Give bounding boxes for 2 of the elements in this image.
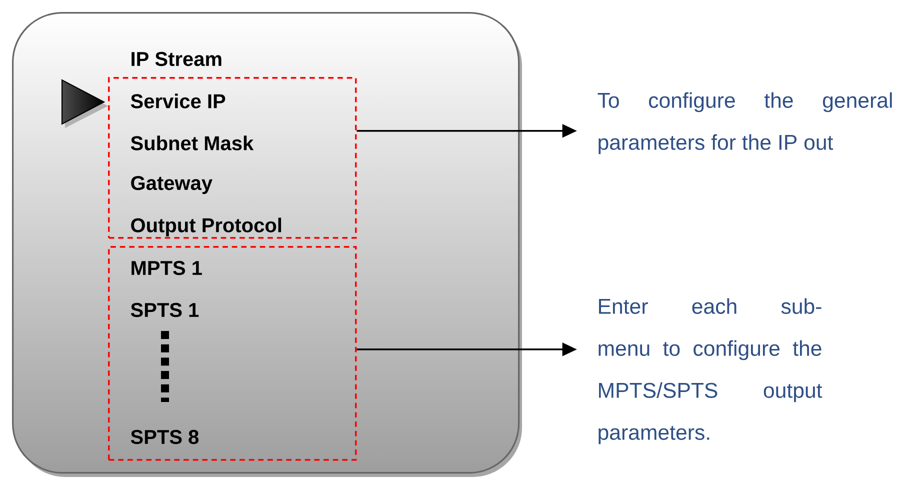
note-text: Enter each sub-menu to configure the MPTS/SPTS output parameters. — [598, 298, 822, 444]
note-text: To configure the general parameters for the IP out — [598, 92, 892, 154]
